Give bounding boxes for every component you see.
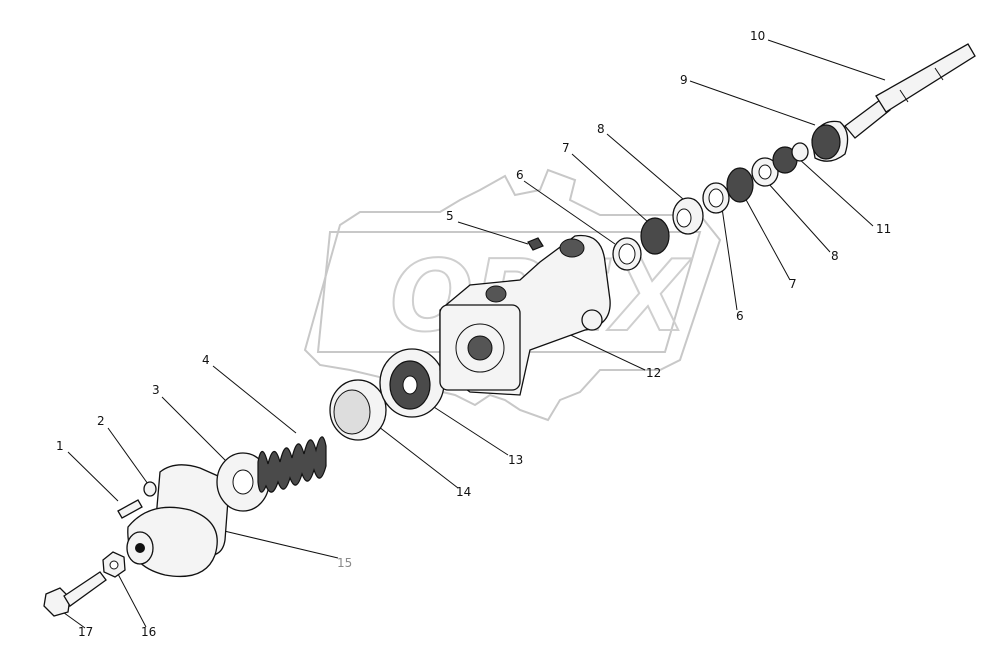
callout-11: 11 [876,222,891,236]
part-7-seal-right [726,167,754,203]
part-11-sleeve [772,142,809,174]
callout-6a: 6 [516,168,524,182]
callout-13: 13 [508,453,523,467]
part-5-pin [527,237,544,251]
callout-4: 4 [202,353,210,367]
part-12-body [439,234,611,396]
part-15-cover [126,464,230,578]
callout-12: 12 [646,366,661,380]
callout-8b: 8 [831,249,839,263]
part-6-ring-right [702,182,730,214]
callout-2: 2 [97,414,105,428]
callout-15: 15 [337,556,352,570]
part-17-bolt [43,571,107,617]
callout-9: 9 [680,73,688,87]
part-7-seal-left [640,217,670,255]
part-13-seal [379,348,445,418]
leader-lines [59,39,886,629]
part-3-washer [216,452,270,512]
callout-16: 16 [141,625,156,639]
callout-1: 1 [56,439,64,453]
part-16-nut [102,551,126,578]
callout-10: 10 [750,29,765,43]
callout-labels: 1 2 3 4 5 6 6 7 7 8 8 9 10 11 12 13 14 1… [56,29,891,639]
part-8-washer-left [672,197,704,235]
callout-5: 5 [446,209,454,223]
part-9-piston [811,120,849,162]
callout-6b: 6 [736,309,744,323]
callout-8a: 8 [597,122,605,136]
part-1-screw [117,499,143,519]
part-14-cup [329,379,387,441]
callout-17: 17 [78,625,93,639]
callout-7a: 7 [562,141,570,155]
callout-7b: 7 [789,277,797,291]
part-6-ring-left [612,237,642,271]
callout-14: 14 [456,485,471,499]
part-8-washer-right [751,157,779,187]
part-2-washer [143,481,157,497]
callout-3: 3 [152,383,160,397]
part-10-rod [844,43,976,139]
part-4-spring [257,436,327,493]
